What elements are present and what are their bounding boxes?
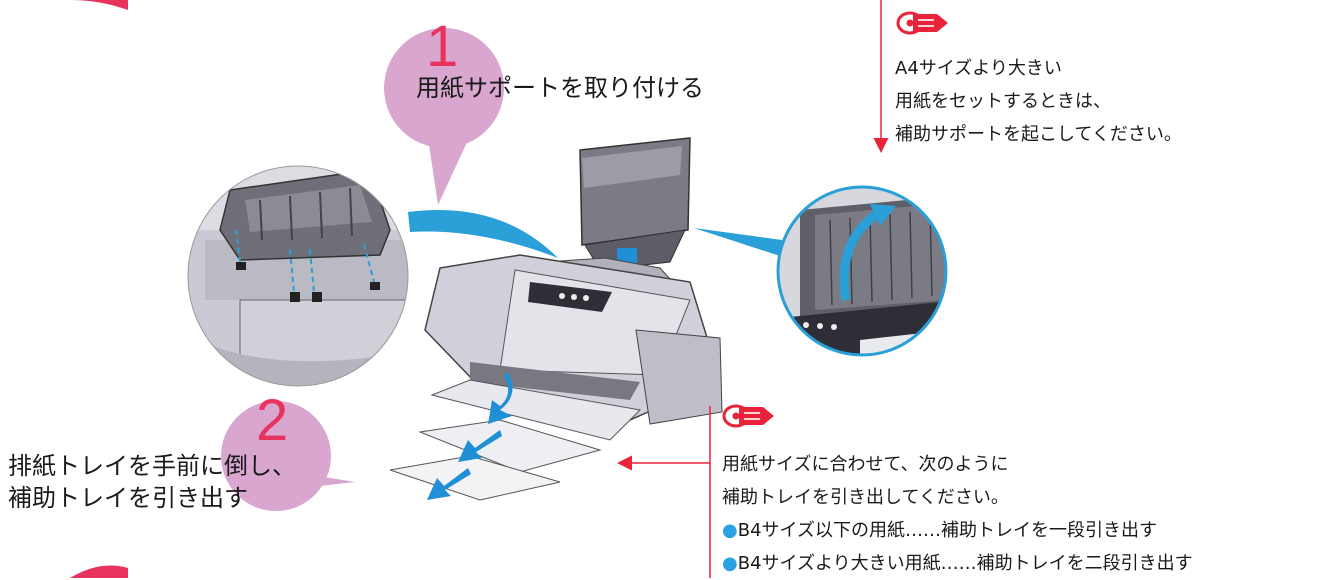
note-bottom: 用紙サイズに合わせて、次のように 補助トレイを引き出してください。 ●B4サイズ… [722, 448, 1193, 580]
right-callout-wedge [694, 228, 782, 256]
note-top: A4サイズより大きい 用紙をセットするときは、 補助サポートを起こしてください。 [895, 52, 1182, 151]
note-top-line: 用紙をセットするときは、 [895, 91, 1111, 112]
note-bottom-line: 補助トレイを引き出してください。 [722, 487, 1009, 508]
step2-label: 排紙トレイを手前に倒し、 補助トレイを引き出す [8, 450, 296, 514]
note-bottom-bullet-item: ●B4サイズ以下の用紙……補助トレイを一段引き出す [722, 514, 1193, 547]
step2-bubble [221, 401, 355, 511]
pencil-icon [722, 404, 774, 428]
note-bottom-bullet-item: ●B4サイズより大きい用紙……補助トレイを二段引き出す [722, 547, 1193, 580]
right-detail-circle [776, 185, 948, 357]
step2-label-line1: 排紙トレイを手前に倒し、 [8, 452, 296, 480]
step2-label-line2: 補助トレイを引き出す [8, 484, 248, 512]
step2-number: 2 [256, 388, 289, 453]
note-top-line: A4サイズより大きい [895, 58, 1062, 79]
note-top-line: 補助サポートを起こしてください。 [895, 124, 1182, 145]
pencil-icon [896, 11, 948, 35]
bullet-text: B4サイズ以下の用紙……補助トレイを一段引き出す [737, 520, 1157, 541]
step1-number: 1 [426, 14, 459, 79]
left-detail-circle [187, 165, 409, 387]
bullet-dot-icon: ● [722, 553, 738, 574]
step1-label: 用紙サポートを取り付ける [416, 74, 704, 102]
pull-out-arrows-icon [427, 372, 513, 500]
bottom-note-leader [617, 406, 711, 578]
step1-bubble [384, 28, 504, 205]
edge-tab-bottom [70, 565, 128, 578]
bullet-dot-icon: ● [722, 520, 738, 541]
bullet-text: B4サイズより大きい用紙……補助トレイを二段引き出す [737, 553, 1193, 574]
printer-illustration [389, 254, 723, 501]
note-bottom-line: 用紙サイズに合わせて、次のように [722, 454, 1009, 475]
edge-tab-top [70, 0, 128, 10]
left-callout-wedge [408, 209, 558, 258]
